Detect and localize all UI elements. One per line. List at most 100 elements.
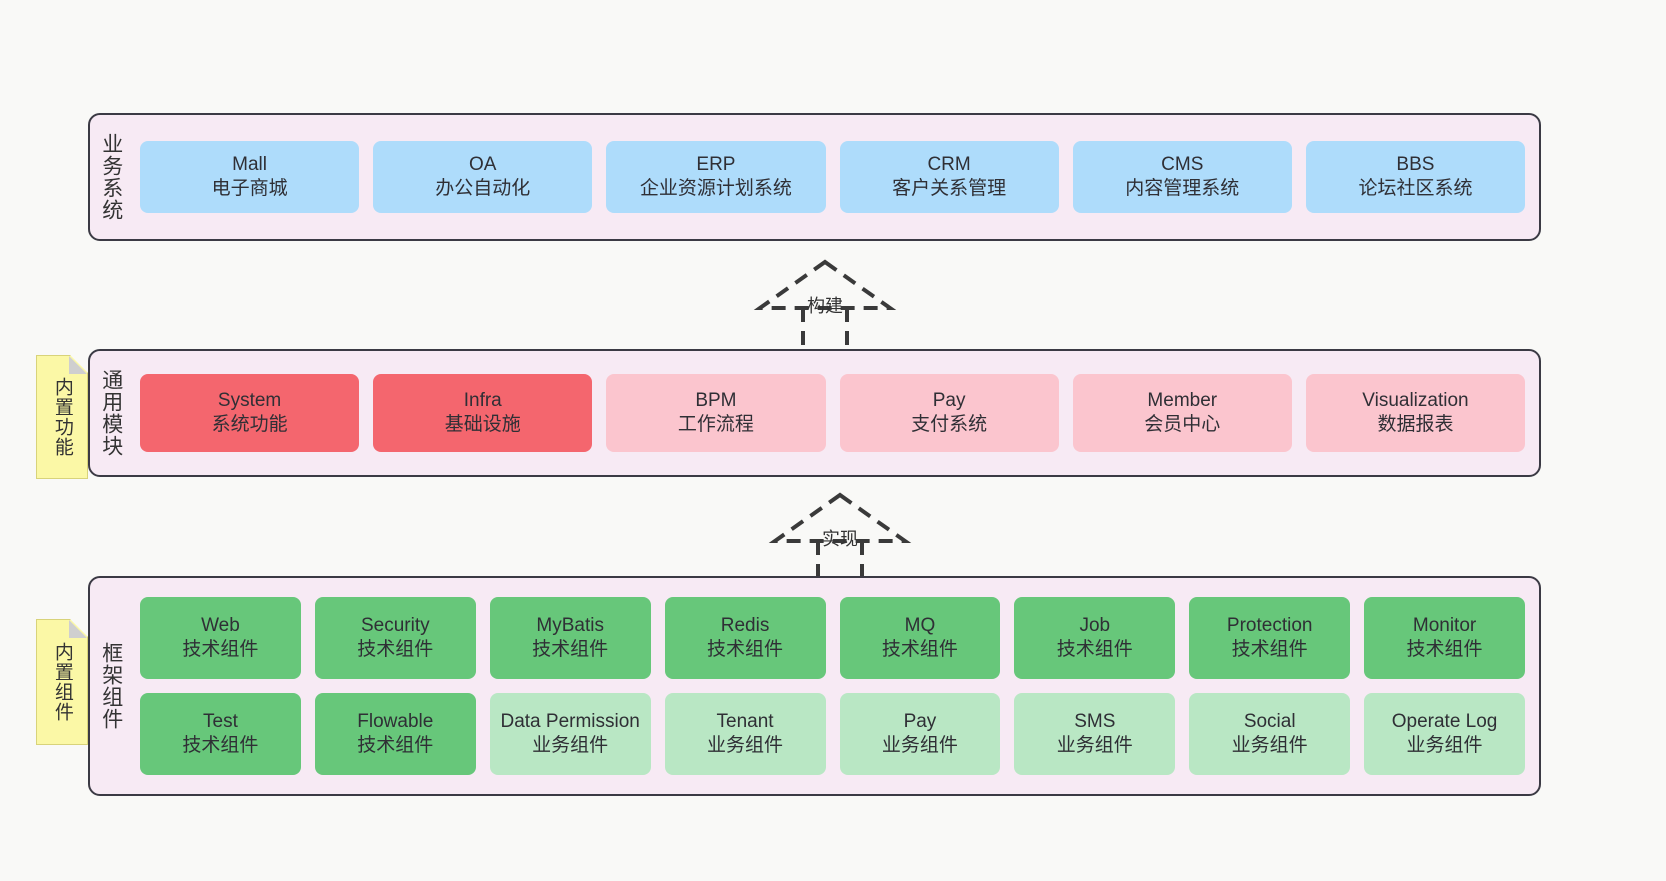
card-title: Mall xyxy=(232,153,267,175)
card-flowable[interactable]: Flowable 技术组件 xyxy=(314,693,476,775)
layer-common-modules: 通用模块 System 系统功能 Infra 基础设施 BPM 工作流程 Pay… xyxy=(88,349,1541,477)
card-subtitle: 办公自动化 xyxy=(435,178,531,199)
card-title: BPM xyxy=(695,389,737,411)
card-subtitle: 技术组件 xyxy=(1406,639,1483,660)
card-subtitle: 会员中心 xyxy=(1144,414,1221,435)
card-oa[interactable]: OA 办公自动化 xyxy=(373,141,593,213)
layer-title-framework-components: 框架组件 xyxy=(99,642,123,730)
card-bpm[interactable]: BPM 工作流程 xyxy=(606,374,826,452)
card-subtitle: 业务组件 xyxy=(1231,735,1308,756)
card-member[interactable]: Member 会员中心 xyxy=(1072,374,1292,452)
card-mall[interactable]: Mall 电子商城 xyxy=(140,141,360,213)
note-label: 内置组件 xyxy=(51,642,73,722)
card-title: SMS xyxy=(1074,710,1116,732)
card-subtitle: 技术组件 xyxy=(881,639,958,660)
card-job[interactable]: Job 技术组件 xyxy=(1014,597,1176,679)
cards-row: System 系统功能 Infra 基础设施 BPM 工作流程 Pay 支付系统… xyxy=(140,374,1526,452)
card-title: MQ xyxy=(904,614,936,636)
card-visualization[interactable]: Visualization 数据报表 xyxy=(1305,374,1526,452)
card-subtitle: 技术组件 xyxy=(707,639,784,660)
card-title: CMS xyxy=(1161,153,1204,175)
card-pay-module[interactable]: Pay 支付系统 xyxy=(839,374,1059,452)
card-title: Tenant xyxy=(716,710,774,732)
connector-build: 构建 xyxy=(745,256,905,352)
card-tenant[interactable]: Tenant 业务组件 xyxy=(664,693,826,775)
card-subtitle: 技术组件 xyxy=(182,735,259,756)
cards-row: Mall 电子商城 OA 办公自动化 ERP 企业资源计划系统 CRM 客户关系… xyxy=(140,141,1526,213)
card-bbs[interactable]: BBS 论坛社区系统 xyxy=(1305,141,1526,213)
card-title: Flowable xyxy=(357,710,434,732)
card-title: Pay xyxy=(903,710,937,732)
card-subtitle: 客户关系管理 xyxy=(892,178,1007,199)
card-crm[interactable]: CRM 客户关系管理 xyxy=(839,141,1059,213)
card-subtitle: 电子商城 xyxy=(211,178,288,199)
card-subtitle: 业务组件 xyxy=(707,735,784,756)
card-monitor[interactable]: Monitor 技术组件 xyxy=(1364,597,1525,679)
card-title: Security xyxy=(360,614,430,636)
card-subtitle: 企业资源计划系统 xyxy=(639,178,792,199)
card-infra[interactable]: Infra 基础设施 xyxy=(373,374,593,452)
note-builtin-functions: 内置功能 xyxy=(36,355,88,479)
note-label: 内置功能 xyxy=(51,377,73,457)
card-protection[interactable]: Protection 技术组件 xyxy=(1189,597,1351,679)
card-subtitle: 业务组件 xyxy=(881,735,958,756)
card-title: Data Permission xyxy=(500,710,640,732)
card-title: Web xyxy=(201,614,240,636)
card-title: Infra xyxy=(463,389,502,411)
card-title: System xyxy=(217,389,282,411)
card-cms[interactable]: CMS 内容管理系统 xyxy=(1072,141,1292,213)
card-operate-log[interactable]: Operate Log 业务组件 xyxy=(1364,693,1525,775)
card-mybatis[interactable]: MyBatis 技术组件 xyxy=(489,597,651,679)
card-title: Monitor xyxy=(1412,614,1477,636)
card-mq[interactable]: MQ 技术组件 xyxy=(839,597,1001,679)
layer-business-system: 业务系统 Mall 电子商城 OA 办公自动化 ERP 企业资源计划系统 CRM… xyxy=(88,113,1541,241)
card-subtitle: 业务组件 xyxy=(532,735,609,756)
card-title: Test xyxy=(203,710,238,732)
card-title: Redis xyxy=(720,614,770,636)
card-subtitle: 业务组件 xyxy=(1406,735,1483,756)
card-title: CRM xyxy=(927,153,971,175)
card-system[interactable]: System 系统功能 xyxy=(140,374,360,452)
card-subtitle: 系统功能 xyxy=(211,414,288,435)
card-erp[interactable]: ERP 企业资源计划系统 xyxy=(606,141,826,213)
card-subtitle: 论坛社区系统 xyxy=(1358,178,1473,199)
card-subtitle: 内容管理系统 xyxy=(1125,178,1240,199)
card-subtitle: 技术组件 xyxy=(1231,639,1308,660)
card-title: BBS xyxy=(1396,153,1435,175)
card-subtitle: 支付系统 xyxy=(911,414,988,435)
card-title: Member xyxy=(1147,389,1218,411)
card-security[interactable]: Security 技术组件 xyxy=(314,597,476,679)
card-subtitle: 基础设施 xyxy=(444,414,521,435)
card-title: ERP xyxy=(696,153,736,175)
card-title: Visualization xyxy=(1362,389,1469,411)
card-data-permission[interactable]: Data Permission 业务组件 xyxy=(489,693,651,775)
card-subtitle: 工作流程 xyxy=(677,414,754,435)
card-subtitle: 技术组件 xyxy=(357,639,434,660)
card-sms[interactable]: SMS 业务组件 xyxy=(1014,693,1176,775)
card-subtitle: 业务组件 xyxy=(1056,735,1133,756)
layer-title-business-system: 业务系统 xyxy=(99,133,123,221)
connector-realize: 实现 xyxy=(760,489,920,585)
card-social[interactable]: Social 业务组件 xyxy=(1189,693,1351,775)
connector-build-label: 构建 xyxy=(807,296,843,316)
layer-framework-components: 框架组件 Web 技术组件 Security 技术组件 MyBatis 技术组件… xyxy=(88,576,1541,796)
layer-body-framework-components: Web 技术组件 Security 技术组件 MyBatis 技术组件 Redi… xyxy=(132,578,1539,794)
card-subtitle: 技术组件 xyxy=(1056,639,1133,660)
card-subtitle: 技术组件 xyxy=(357,735,434,756)
note-builtin-components: 内置组件 xyxy=(36,619,88,745)
card-title: Operate Log xyxy=(1391,710,1498,732)
card-subtitle: 技术组件 xyxy=(182,639,259,660)
layer-title-common-modules: 通用模块 xyxy=(99,369,123,457)
card-title: Job xyxy=(1079,614,1111,636)
card-test[interactable]: Test 技术组件 xyxy=(140,693,301,775)
card-title: Protection xyxy=(1226,614,1313,636)
connector-realize-label: 实现 xyxy=(822,529,858,549)
card-title: Pay xyxy=(932,389,966,411)
card-redis[interactable]: Redis 技术组件 xyxy=(664,597,826,679)
card-pay-component[interactable]: Pay 业务组件 xyxy=(839,693,1001,775)
card-web[interactable]: Web 技术组件 xyxy=(140,597,301,679)
cards-row-business: Test 技术组件 Flowable 技术组件 Data Permission … xyxy=(140,693,1525,775)
card-title: Social xyxy=(1243,710,1296,732)
layer-body-common-modules: System 系统功能 Infra 基础设施 BPM 工作流程 Pay 支付系统… xyxy=(132,351,1539,475)
